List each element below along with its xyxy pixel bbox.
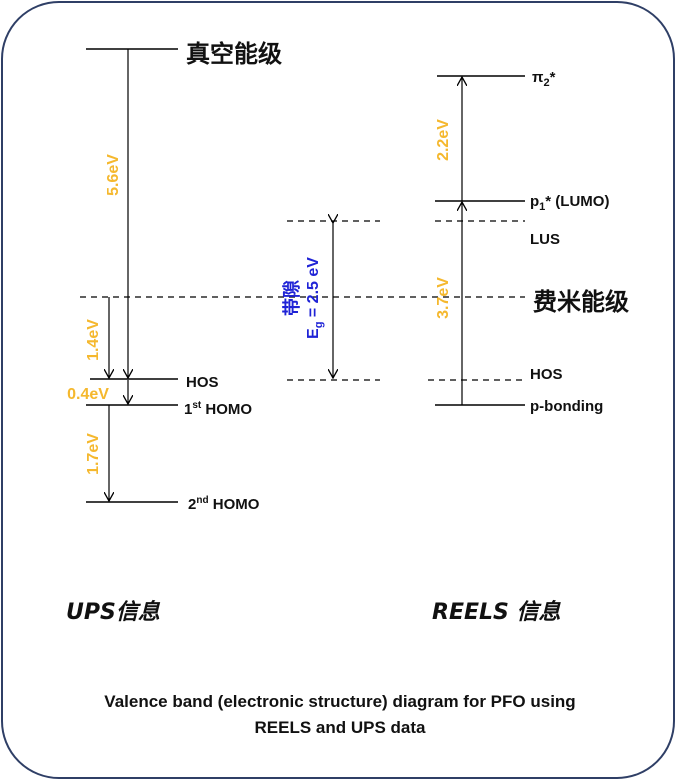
homo2-label: 2nd HOMO [188,495,260,513]
p1-lumo-label: p1* (LUMO) [530,193,609,213]
label-3-7ev: 3.7eV [435,277,452,319]
homo1-label: 1st HOMO [184,400,252,418]
vacuum-level-label: 真空能级 [186,40,282,68]
fermi-level-label: 费米能级 [533,288,629,316]
label-1-7ev: 1.7eV [85,433,102,475]
bandgap-title: 带隙 [281,280,303,316]
ups-caption: UPS信息 [66,599,161,625]
figure-caption-line1: Valence band (electronic structure) diag… [104,692,575,711]
label-5-6ev: 5.6eV [105,154,122,196]
ups-hos-label: HOS [186,374,219,391]
reels-caption: REELS 信息 [432,599,562,625]
pi2-label: π2* [532,69,556,89]
label-1-4ev: 1.4eV [85,319,102,361]
lus-label: LUS [530,231,560,248]
reels-hos-label: HOS [530,366,563,383]
pbonding-label: p-bonding [530,398,603,415]
label-0-4ev: 0.4eV [67,386,109,403]
label-2-2ev: 2.2eV [435,119,452,161]
bandgap-eg: Eg = 2.5 eV [305,257,325,339]
figure-caption-line2: REELS and UPS data [255,718,427,737]
